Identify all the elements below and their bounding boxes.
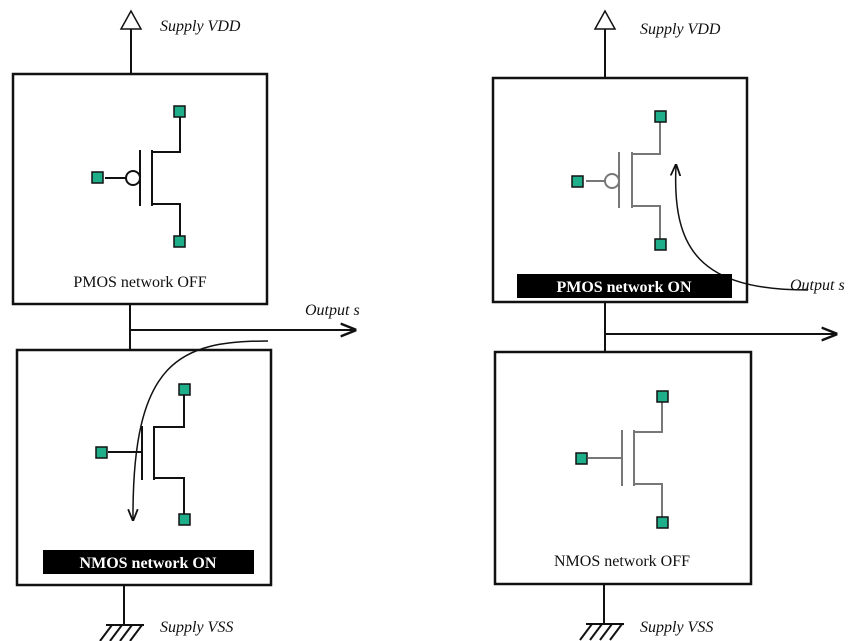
left-nmos-label: NMOS network ON	[80, 555, 217, 572]
left-current-flow-arrow	[133, 340, 269, 520]
left-output-label: Output s	[305, 302, 360, 319]
left-pmos-transistor	[91, 105, 186, 248]
left-nmos-transistor	[95, 383, 191, 526]
left-nmos-label-bg	[43, 550, 254, 574]
left-supply-vss-label: Supply VSS	[160, 619, 233, 636]
right-vdd-symbol	[593, 9, 617, 30]
left-pmos-label: PMOS network OFF	[73, 274, 206, 291]
right-circuit: Supply VDD PMOS network ON Output s	[491, 9, 845, 641]
right-supply-vdd-label: Supply VDD	[640, 21, 721, 38]
right-pmos-label-bg	[517, 274, 732, 298]
right-pmos-transistor	[571, 110, 667, 251]
right-nmos-label: NMOS network OFF	[554, 553, 690, 570]
right-output-label: Output s	[790, 277, 845, 294]
left-vss-ground-symbol	[99, 624, 144, 641]
left-circuit: Supply VDD PMOS network OFF Output s	[11, 9, 360, 641]
right-pmos-label: PMOS network ON	[556, 279, 692, 296]
left-nmos-box	[15, 348, 273, 587]
right-nmos-transistor	[575, 390, 669, 529]
left-vdd-symbol	[119, 9, 143, 30]
right-vss-ground-symbol	[579, 623, 624, 641]
right-current-flow-arrow	[676, 165, 809, 291]
right-supply-vss-label: Supply VSS	[640, 619, 713, 636]
left-supply-vdd-label: Supply VDD	[160, 18, 241, 35]
